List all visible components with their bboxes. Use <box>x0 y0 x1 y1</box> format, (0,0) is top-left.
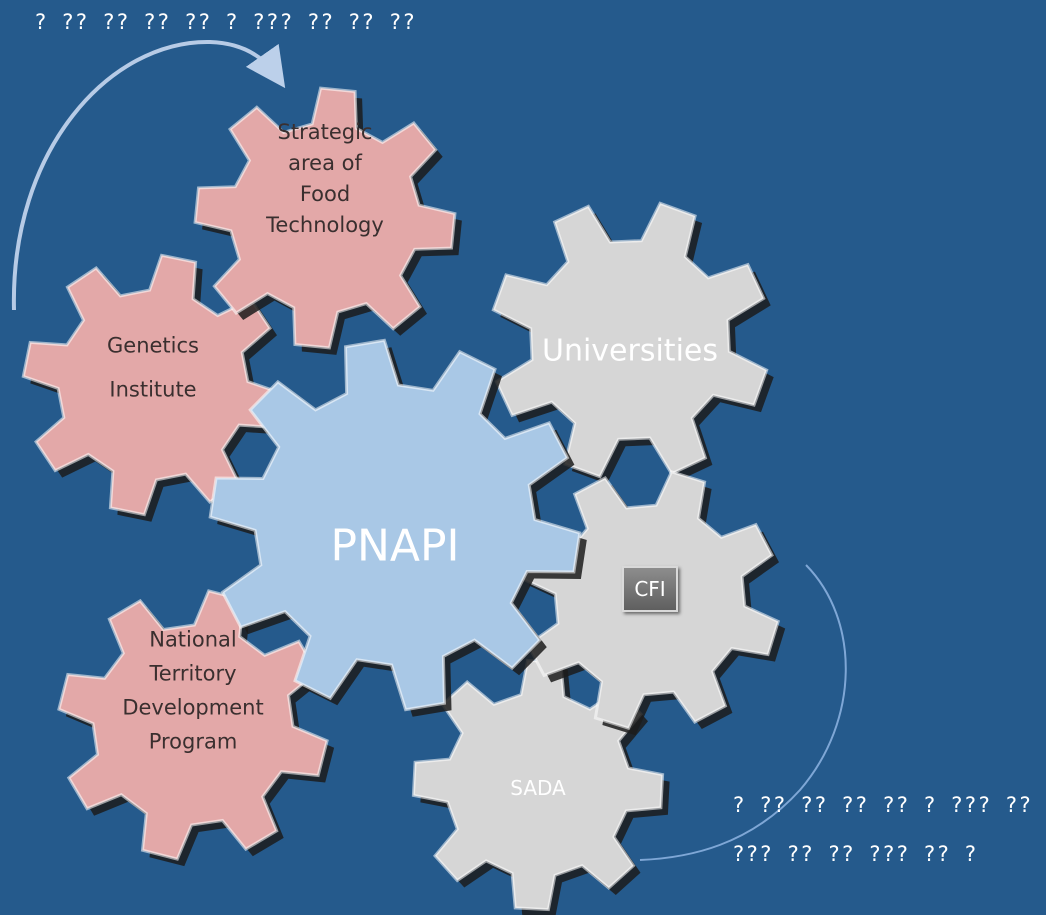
bottom-curved-arc <box>639 564 847 861</box>
gear-label-genetics: Genetics <box>107 333 199 357</box>
gear-label-ntdp: Development <box>122 695 263 719</box>
gear-label-pnapi: PNAPI <box>330 520 459 571</box>
gear-label-food-tech: area of <box>288 151 362 175</box>
gear-universities: Universities <box>491 201 774 484</box>
top-caption: ? ?? ?? ?? ?? ? ??? ?? ?? ?? <box>34 10 417 34</box>
gear-label-sada: SADA <box>510 776 566 800</box>
gear-body <box>491 201 769 479</box>
top-curved-arrow <box>11 39 286 311</box>
gear-label-ntdp: Territory <box>148 661 236 685</box>
gear-body <box>208 338 582 712</box>
gear-pnapi: PNAPI <box>208 338 587 717</box>
gear-label-universities: Universities <box>542 334 718 369</box>
bottom-caption-line-2: ??? ?? ?? ??? ?? ? <box>732 842 978 866</box>
gear-label-food-tech: Food <box>300 182 350 206</box>
gear-label-ntdp: National <box>149 627 237 651</box>
bottom-caption-line-1: ? ?? ?? ?? ?? ? ??? ?? ?? <box>732 793 1046 817</box>
gear-label-food-tech: Technology <box>265 213 384 237</box>
gear-label-genetics: Institute <box>109 377 196 401</box>
gear-body <box>193 86 457 350</box>
gear-sada: SADA <box>411 658 670 915</box>
gear-label-ntdp: Program <box>149 729 238 753</box>
cfi-label-box: CFI <box>622 566 678 612</box>
gear-label-food-tech: Strategic <box>278 120 373 144</box>
gear-body <box>411 658 665 912</box>
